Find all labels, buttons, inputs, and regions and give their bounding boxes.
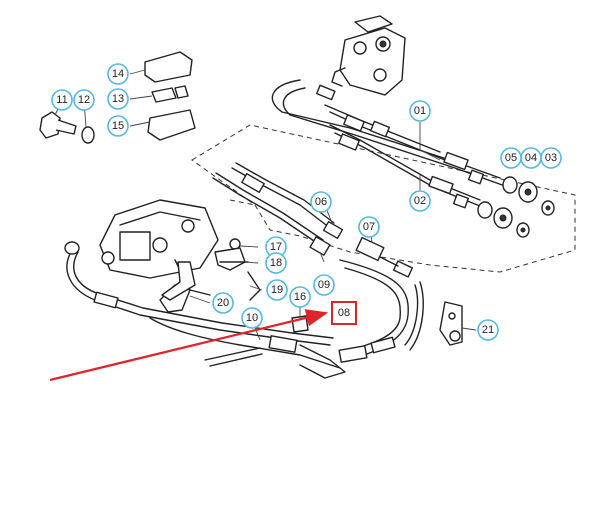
svg-text:15: 15	[112, 120, 124, 132]
callout-11[interactable]: 11	[51, 89, 73, 111]
svg-text:20: 20	[217, 297, 229, 309]
valve-block	[331, 15, 406, 96]
callout-12[interactable]: 12	[73, 89, 95, 111]
mount-parts	[144, 51, 196, 141]
callout-05[interactable]: 05	[500, 147, 522, 169]
callout-16[interactable]: 16	[289, 286, 311, 308]
svg-text:12: 12	[78, 94, 90, 106]
brake-lines-upper	[271, 79, 506, 209]
svg-text:08: 08	[338, 307, 350, 319]
callout-06[interactable]: 06	[310, 191, 332, 213]
svg-text:13: 13	[112, 93, 124, 105]
svg-text:03: 03	[545, 152, 557, 164]
bracket-20	[161, 261, 196, 301]
svg-text:09: 09	[318, 279, 330, 291]
svg-text:14: 14	[112, 68, 124, 80]
callout-17[interactable]: 17	[265, 236, 287, 258]
callout-02[interactable]: 02	[409, 190, 431, 212]
callout-03[interactable]: 03	[540, 147, 562, 169]
callout-08-highlighted[interactable]: 08	[331, 301, 357, 325]
svg-text:19: 19	[271, 284, 283, 296]
brake-lines-lower	[64, 241, 424, 379]
callout-09[interactable]: 09	[313, 274, 335, 296]
clamp-parts	[214, 238, 261, 301]
caliper-housing	[99, 199, 219, 313]
callout-15[interactable]: 15	[107, 115, 129, 137]
callout-04[interactable]: 04	[520, 147, 542, 169]
bushings	[477, 176, 555, 238]
callout-10[interactable]: 10	[241, 307, 263, 329]
bracket-21	[439, 301, 463, 346]
svg-text:18: 18	[270, 257, 282, 269]
svg-text:10: 10	[246, 312, 258, 324]
washer-12	[81, 126, 95, 144]
brake-lines-middle	[212, 162, 414, 278]
callout-07[interactable]: 07	[358, 216, 380, 238]
callout-21[interactable]: 21	[477, 319, 499, 341]
callout-01[interactable]: 01	[409, 100, 431, 122]
callout-20[interactable]: 20	[212, 292, 234, 314]
svg-text:17: 17	[270, 241, 282, 253]
svg-text:05: 05	[505, 152, 517, 164]
svg-text:04: 04	[525, 152, 537, 164]
svg-text:16: 16	[294, 291, 306, 303]
assembly-dashed-leader	[229, 199, 256, 206]
svg-text:06: 06	[315, 196, 327, 208]
callout-18[interactable]: 18	[265, 252, 287, 274]
callout-13[interactable]: 13	[107, 88, 129, 110]
svg-text:07: 07	[363, 221, 375, 233]
bolt-11	[39, 111, 77, 139]
svg-text:02: 02	[414, 195, 426, 207]
svg-text:11: 11	[56, 94, 67, 106]
svg-text:21: 21	[482, 324, 494, 336]
svg-text:01: 01	[414, 105, 426, 117]
callout-14[interactable]: 14	[107, 63, 129, 85]
pointer-arrow	[49, 309, 329, 382]
callout-19[interactable]: 19	[266, 279, 288, 301]
